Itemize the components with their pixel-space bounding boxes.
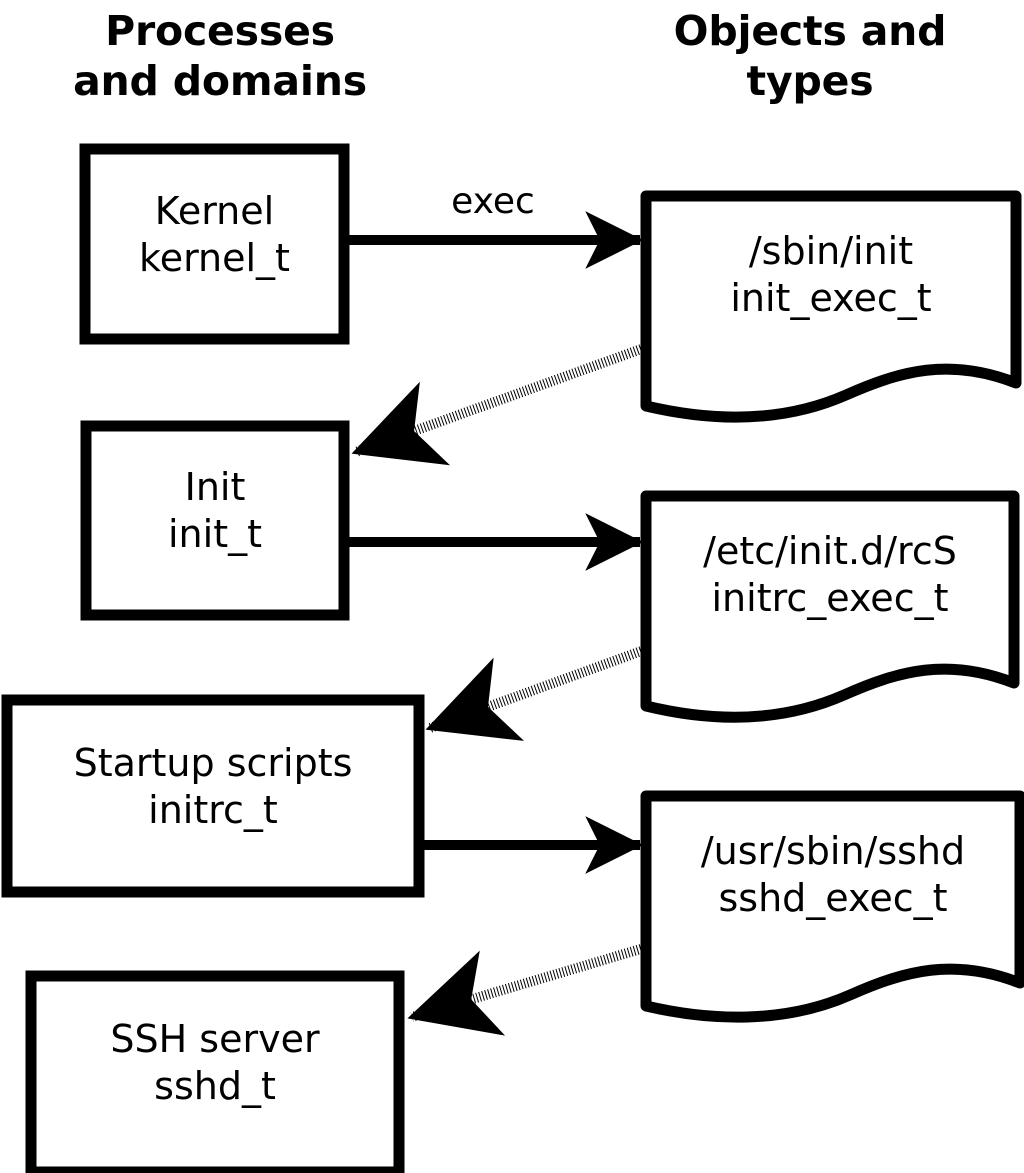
object-doc-init-exec[interactable] xyxy=(640,190,1022,423)
process-box-initrc[interactable] xyxy=(1,694,425,898)
column-header-processes-line2: and domains xyxy=(73,57,367,105)
column-header-objects-line1: Objects and xyxy=(673,7,947,55)
edge-init-exec-to-init xyxy=(351,343,646,466)
column-header-objects: Objects and types xyxy=(610,6,1010,106)
edge-sshd-exec-to-sshd xyxy=(407,943,646,1036)
edge-label-exec: exec xyxy=(451,181,535,222)
object-doc-initrc-exec[interactable] xyxy=(640,490,1020,723)
process-box-init[interactable] xyxy=(80,420,350,621)
column-header-objects-line2: types xyxy=(746,57,874,105)
process-box-sshd[interactable] xyxy=(25,970,405,1173)
column-header-processes-line1: Processes xyxy=(105,7,335,55)
column-header-processes: Processes and domains xyxy=(20,6,420,106)
object-doc-sshd-exec[interactable] xyxy=(640,790,1024,1023)
process-box-kernel[interactable] xyxy=(79,143,350,345)
edge-initrc-exec-to-initrc xyxy=(425,645,646,741)
